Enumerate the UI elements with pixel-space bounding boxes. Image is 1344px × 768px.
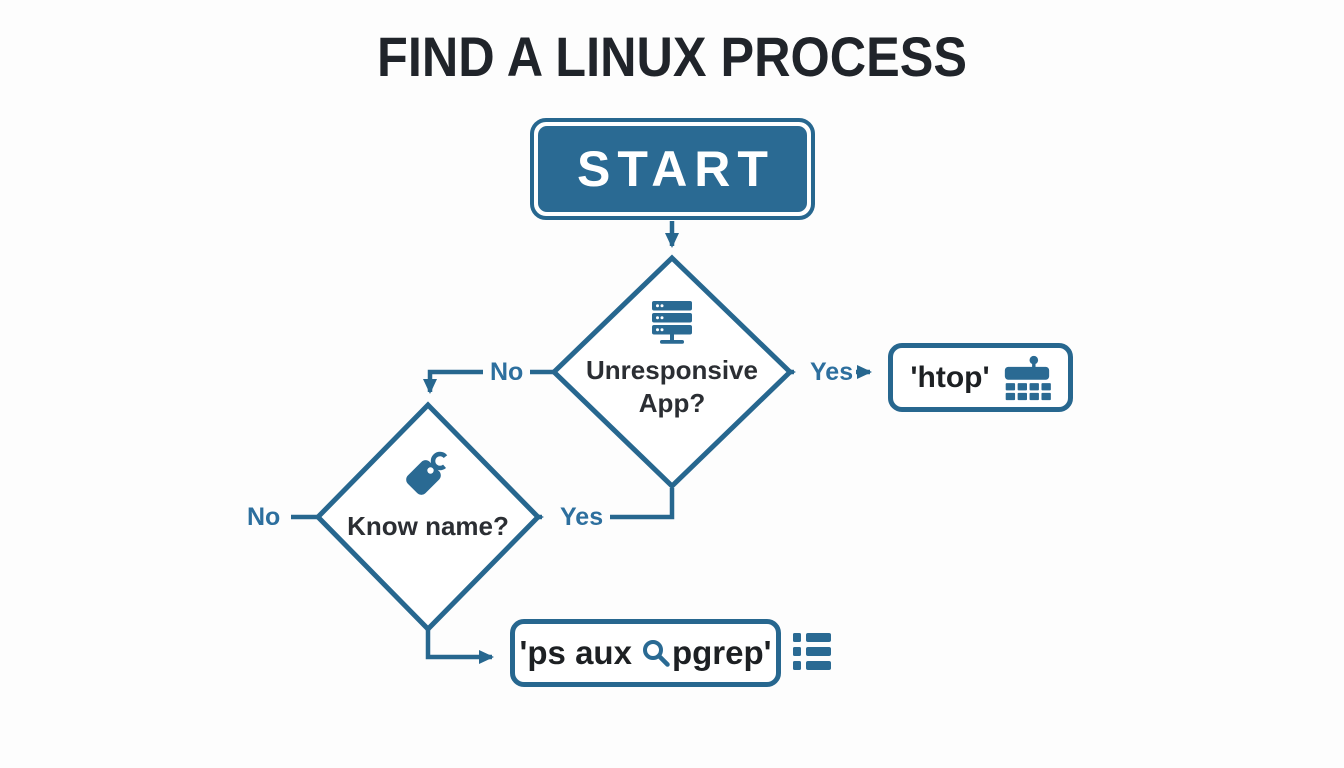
ps-command-text: 'ps aux pgrep' bbox=[520, 634, 772, 672]
page-title: FIND A LINUX PROCESS bbox=[377, 25, 967, 88]
result-htop-node: 'htop' bbox=[888, 343, 1073, 412]
edge-label-knowname-no: No bbox=[247, 503, 281, 531]
decision-unresponsive-diamond bbox=[550, 254, 794, 490]
ps-label-suffix: pgrep' bbox=[671, 634, 772, 671]
decision-unresponsive-question: Unresponsive App? bbox=[586, 355, 758, 418]
server-icon bbox=[648, 298, 696, 346]
edge-label-unresponsive-no: No bbox=[483, 360, 531, 385]
decision-knowname-diamond bbox=[314, 401, 542, 633]
edge-knowname-yes bbox=[610, 488, 675, 520]
decision-knowname-content: Know name? bbox=[318, 446, 538, 543]
magnifier-icon bbox=[641, 638, 671, 668]
edge-label-knowname-yes: Yes bbox=[560, 503, 604, 531]
ps-label-prefix: 'ps aux bbox=[519, 634, 632, 671]
start-node: START bbox=[530, 118, 815, 220]
edge-label-unresponsive-yes: Yes bbox=[810, 358, 854, 386]
start-label: START bbox=[577, 141, 775, 197]
edge-knowname-to-ps bbox=[425, 629, 494, 664]
tag-icon bbox=[401, 446, 455, 502]
decision-knowname-question: Know name? bbox=[347, 511, 509, 541]
decision-unresponsive-content: Unresponsive App? bbox=[552, 298, 792, 419]
process-grid-icon bbox=[1003, 355, 1051, 401]
htop-label: 'htop' bbox=[910, 360, 990, 394]
start-node-inner: START bbox=[538, 126, 807, 212]
list-icon bbox=[793, 631, 831, 673]
result-ps-node: 'ps aux pgrep' bbox=[510, 619, 781, 687]
